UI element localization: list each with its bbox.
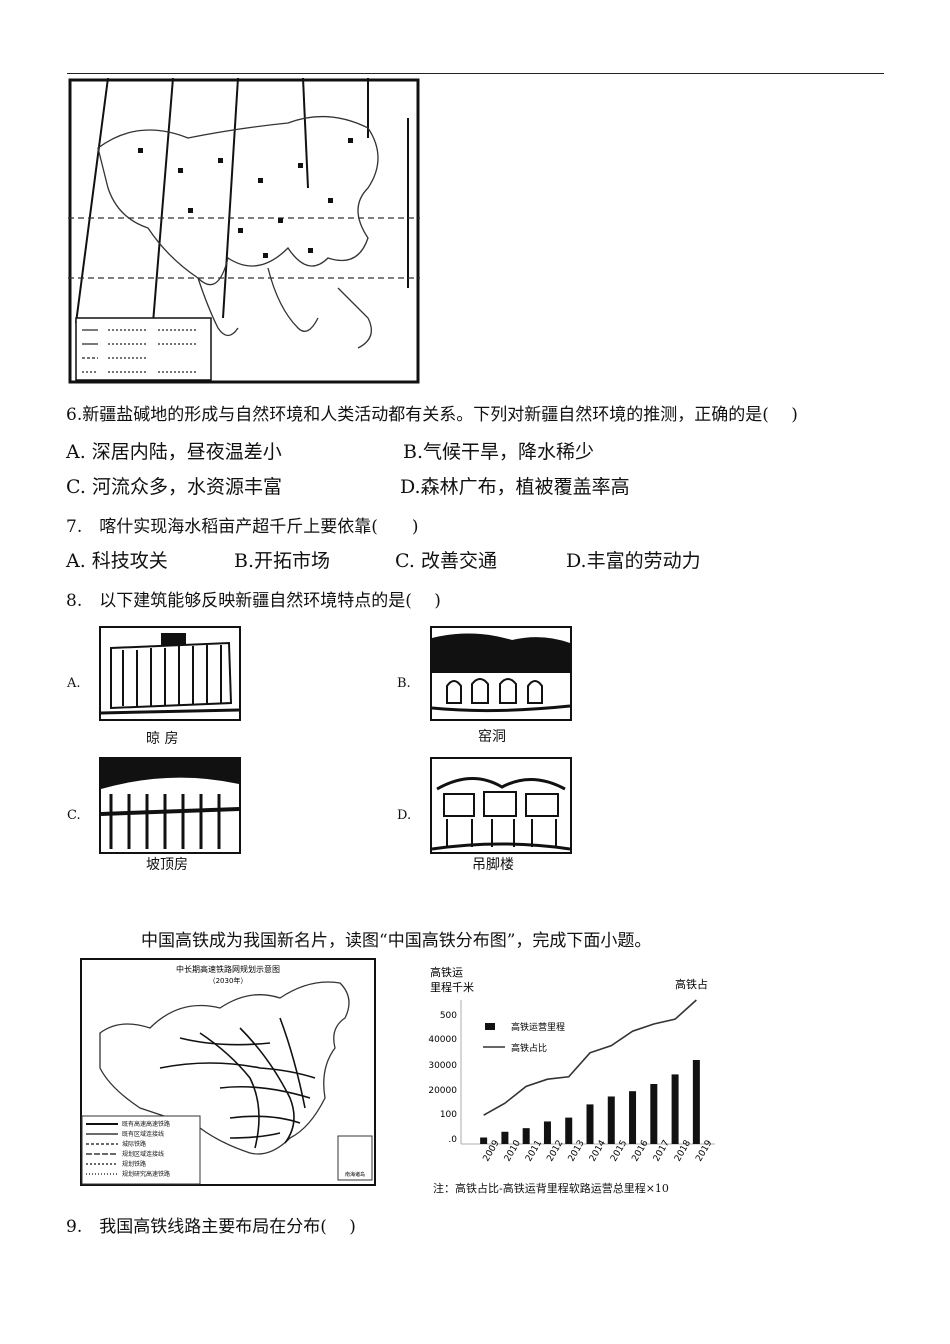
chart-ytick-label: 100 <box>440 1110 457 1120</box>
chart-bar <box>522 1128 530 1144</box>
q7-stem: 7. 喀什实现海水稻亩产超千斤上要依靠( ) <box>66 517 419 537</box>
q8-caption-d: 吊脚楼 <box>472 857 514 873</box>
chart-ytick-label: 20000 <box>428 1086 457 1096</box>
chart-ytick-label: 500 <box>440 1011 457 1021</box>
q8-option-a-letter[interactable]: A. <box>67 676 81 691</box>
q8-caption-c: 坡顶房 <box>146 857 188 873</box>
chart-series-line <box>483 999 697 1116</box>
chart-ylabel-line2: 里程千米 <box>430 981 474 994</box>
map-legend-2: 既有区域连接线 <box>122 1130 164 1138</box>
chart-right-label: 高铁占 <box>675 977 708 991</box>
map-title: 中长期高速铁路网规划示意图 <box>176 964 280 974</box>
chart-bar <box>692 1060 700 1144</box>
map-legend-3: 城际铁路 <box>122 1140 146 1148</box>
chart-bar <box>565 1117 573 1144</box>
chart-bar <box>629 1091 637 1144</box>
map-legend-1: 既有高速高速铁路 <box>122 1120 170 1128</box>
legend-bar-swatch <box>485 1023 495 1030</box>
q6-option-a[interactable]: A. 深居内陆，昼夜温差小 <box>66 441 282 463</box>
legend-bar-label: 高铁运营里程 <box>511 1021 565 1033</box>
q7-option-d[interactable]: D.丰富的劳动力 <box>566 550 701 572</box>
top-rule <box>67 73 884 74</box>
poding-photo <box>99 757 241 854</box>
map-legend-4: 规划区域连接线 <box>122 1150 164 1158</box>
q8-caption-b: 窑洞 <box>478 729 506 745</box>
q7-option-c[interactable]: C. 改善交通 <box>395 550 497 572</box>
asia-map <box>68 78 420 384</box>
q6-option-b[interactable]: B.气候干旱，降水稀少 <box>403 441 595 463</box>
legend-line-label: 高铁占比 <box>511 1042 547 1054</box>
q8-stem: 8. 以下建筑能够反映新疆自然环境特点的是( ) <box>66 591 441 611</box>
q7-option-b[interactable]: B.开拓市场 <box>234 550 331 572</box>
q6-option-c[interactable]: C. 河流众多，水资源丰富 <box>66 476 282 498</box>
q7-option-a[interactable]: A. 科技攻关 <box>66 550 168 572</box>
chart-ytick-label: 30000 <box>428 1061 457 1071</box>
chart-ytick-label: .0 <box>448 1135 457 1145</box>
intro-text: 中国高铁成为我国新名片，读图“中国高铁分布图”，完成下面小题。 <box>141 931 652 951</box>
chart-bar <box>650 1084 658 1144</box>
chart-bar <box>607 1096 615 1144</box>
chart-bar <box>671 1074 679 1144</box>
chart-bar <box>543 1121 551 1144</box>
chart-ylabel-line1: 高铁运 <box>430 965 463 979</box>
liangfang-photo <box>99 626 241 721</box>
yaodong-photo <box>430 626 572 721</box>
china-hsr-map: 中长期高速铁路网规划示意图 （2030年） 既有高速高速铁路 既有区域连接线 城… <box>80 958 376 1186</box>
map-legend-6: 规划研究高速铁路 <box>122 1170 170 1178</box>
q8-caption-a: 晾 房 <box>146 731 179 747</box>
map-subtitle: （2030年） <box>209 976 248 985</box>
q6-option-d[interactable]: D.森林广布，植被覆盖率高 <box>400 476 630 498</box>
map-inset-label: 南海诸岛 <box>345 1171 365 1178</box>
chart-ytick-label: 40000 <box>428 1035 457 1045</box>
q8-option-d-letter[interactable]: D. <box>397 808 412 823</box>
diaojiaolou-photo <box>430 757 572 854</box>
map-legend-5: 规划铁路 <box>122 1160 146 1168</box>
chart-note: 注：高铁占比-高铁运背里程软路运营总里程×10 <box>433 1182 669 1195</box>
q8-option-c-letter[interactable]: C. <box>67 808 81 823</box>
q8-option-b-letter[interactable]: B. <box>397 676 411 691</box>
chart-bar <box>501 1131 509 1144</box>
q6-stem: 6.新疆盐碱地的形成与自然环境和人类活动都有关系。下列对新疆自然环境的推测，正确… <box>66 405 798 425</box>
chart-bar <box>586 1104 594 1144</box>
chart-bar <box>480 1137 488 1144</box>
q9-stem: 9. 我国高铁线路主要布局在分布( ) <box>66 1217 356 1237</box>
